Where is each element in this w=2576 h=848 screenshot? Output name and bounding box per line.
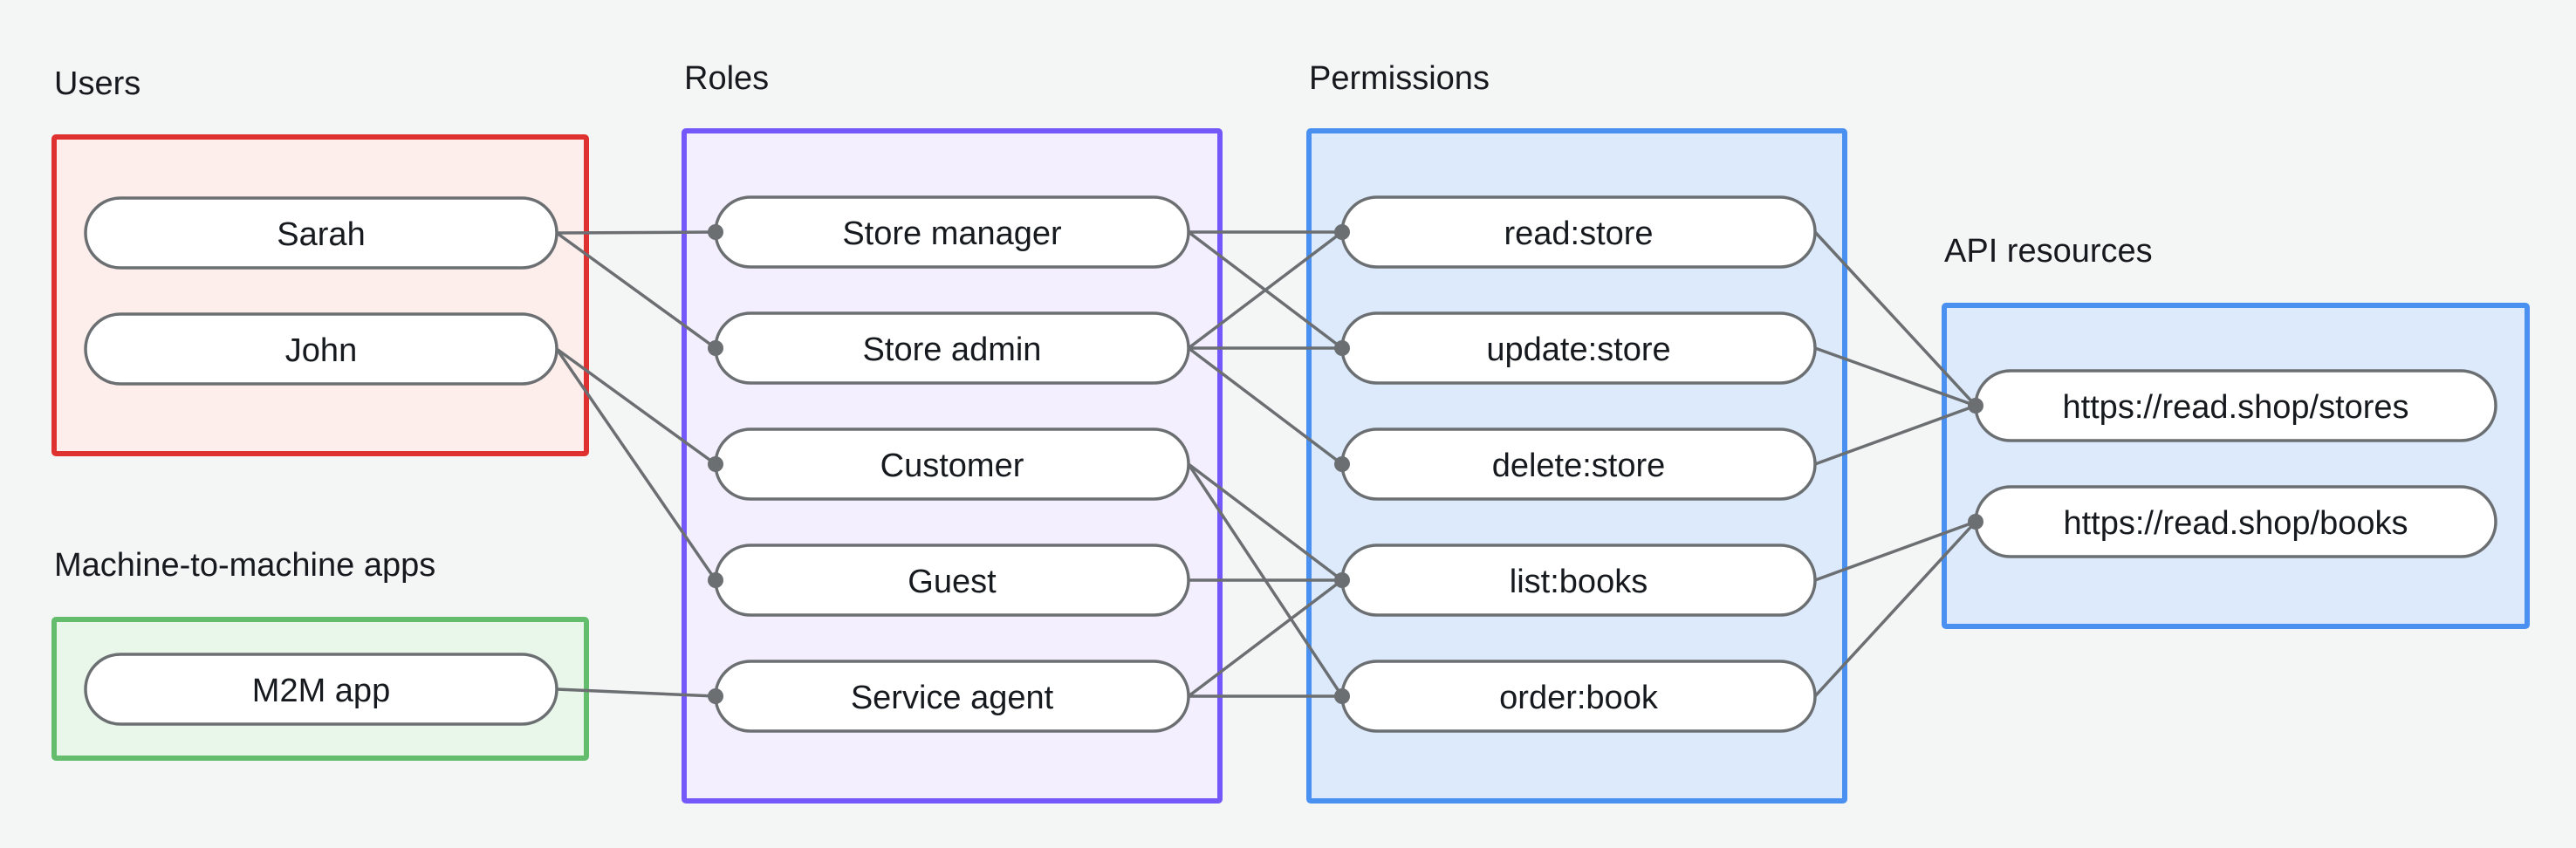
node-sarah[interactable] [84,196,558,270]
connector-dot-store_manager [708,224,723,240]
edge-sarah-to-store_manager [556,230,716,235]
edge-store_admin-to-read_store [1187,230,1344,350]
connector-dot-read_store [1334,224,1350,240]
connector-dot-order_book [1334,688,1350,704]
edge-john-to-guest [555,348,717,581]
edge-order_book-to-res_books [1813,520,1977,698]
node-label-res_books: https://read.shop/books [2063,505,2408,542]
edge-m2mapp-to-service_agent [556,687,716,698]
node-label-customer: Customer [880,448,1024,484]
node-label-store_manager: Store manager [842,215,1062,252]
group-title-api_resources: API resources [1944,233,2153,270]
edge-update_store-to-res_stores [1814,346,1977,407]
connector-dot-res_books [1968,514,1983,530]
edge-list_books-to-res_books [1814,520,1977,582]
connector-dot-guest [708,572,723,588]
connector-dot-delete_store [1334,456,1350,472]
node-label-order_book: order:book [1499,680,1659,716]
edges-layer [555,230,1977,698]
node-john[interactable] [84,312,558,386]
edge-sarah-to-store_admin [555,231,717,350]
node-m2mapp[interactable] [84,653,558,726]
connector-dot-update_store [1334,340,1350,356]
connector-dots-layer [708,224,1983,704]
node-label-sarah: Sarah [277,216,365,253]
edge-customer-to-list_books [1187,462,1344,582]
node-label-guest: Guest [908,564,997,600]
node-label-read_store: read:store [1504,215,1653,252]
group-box-users [51,134,589,456]
connector-dot-res_stores [1968,398,1983,414]
edge-store_admin-to-delete_store [1187,346,1344,466]
edge-service_agent-to-list_books [1187,578,1344,698]
connector-dot-customer [708,456,723,472]
group-title-roles: Roles [684,60,769,97]
connector-dot-service_agent [708,688,723,704]
node-label-store_admin: Store admin [863,332,1042,368]
group-title-m2m: Machine-to-machine apps [54,547,435,584]
group-title-permissions: Permissions [1309,60,1490,97]
node-label-delete_store: delete:store [1492,448,1666,484]
connector-dot-list_books [1334,572,1350,588]
edge-read_store-to-res_stores [1813,230,1977,407]
node-label-service_agent: Service agent [851,680,1054,716]
group-box-api_resources [1942,303,2530,629]
node-label-res_stores: https://read.shop/stores [2062,389,2408,426]
edge-delete_store-to-res_stores [1814,404,1977,466]
group-title-users: Users [54,65,140,102]
node-label-m2mapp: M2M app [252,673,390,709]
edge-john-to-customer [555,347,717,466]
node-label-john: John [285,332,357,369]
connector-dot-store_admin [708,340,723,356]
node-label-update_store: update:store [1486,332,1670,368]
node-label-list_books: list:books [1510,564,1648,600]
